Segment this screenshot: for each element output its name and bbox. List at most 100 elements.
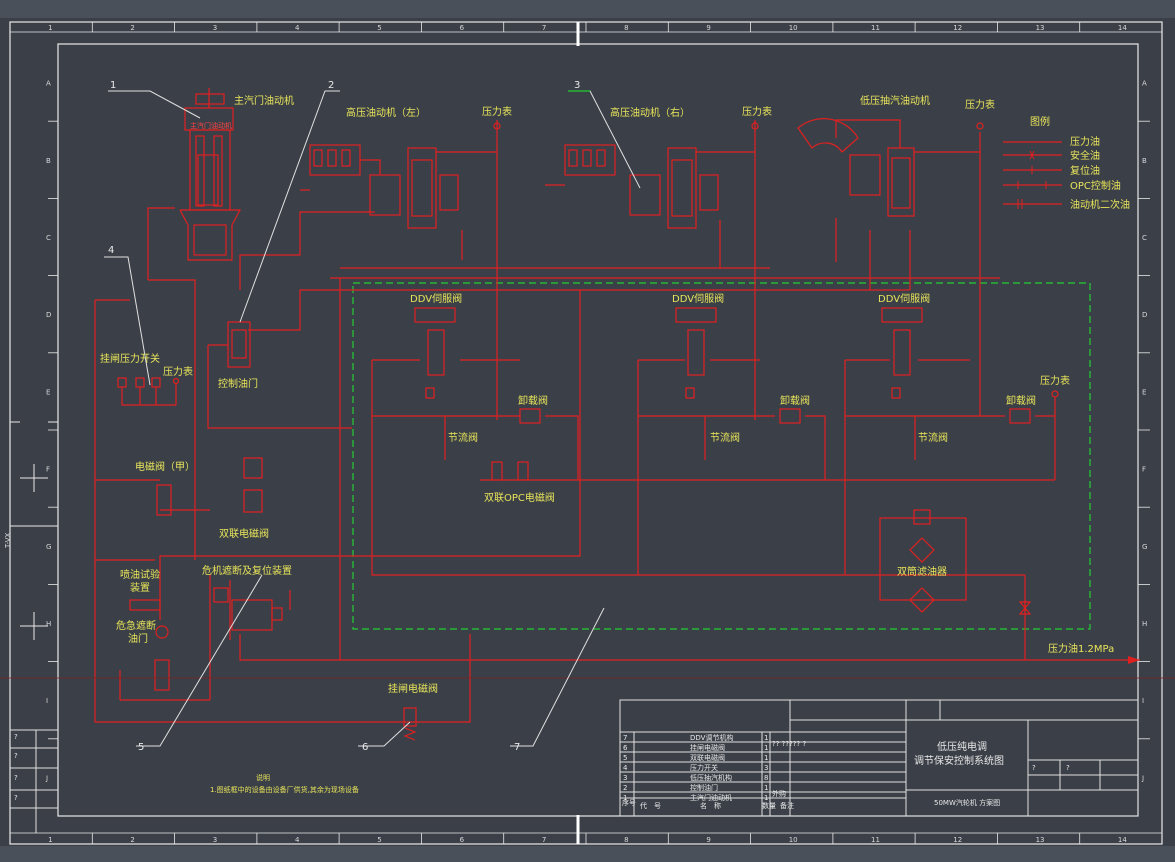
- grid-row-G: G: [1142, 543, 1147, 551]
- legend-title: 图例: [1030, 115, 1050, 128]
- callout-6: 6: [362, 742, 368, 753]
- grid-row-B: B: [46, 157, 51, 165]
- callouts: 1 2 3 4 5 6 7: [108, 80, 580, 753]
- label-unload-1: 卸载阀: [518, 394, 548, 407]
- tb-row-name: 主汽门油动机: [690, 793, 732, 802]
- top-strip: [0, 0, 1175, 18]
- tb-row-qty: 1: [764, 784, 768, 792]
- grid-col-6: 6: [460, 836, 465, 844]
- grid-col-11: 11: [871, 836, 880, 844]
- grid-row-I: I: [1142, 697, 1144, 705]
- oil-piping: [94, 120, 1140, 723]
- supplier-boundary-box: [352, 282, 1091, 630]
- label-dual-solenoid: 双联电磁阀: [219, 527, 269, 540]
- label-duplex-filter: 双筒滤油器: [897, 565, 947, 578]
- tb-row-qty: 1: [764, 734, 768, 742]
- grid-col-8: 8: [624, 24, 628, 32]
- label-ddv-1: DDV伺服阀: [410, 292, 462, 305]
- notes-title: 说明: [256, 773, 270, 782]
- grid-row-D: D: [46, 311, 51, 319]
- grid-col-9: 9: [706, 24, 710, 32]
- label-unload-3: 卸载阀: [1006, 394, 1036, 407]
- label-hp-actuator-right: 高压油动机（右）: [610, 106, 690, 119]
- tb-row-no: 3: [623, 774, 627, 782]
- tb-header-name: 名 称: [700, 801, 721, 810]
- label-throttle-2: 节流阀: [710, 431, 740, 444]
- tb-subtitle: 50MW汽轮机 方案图: [934, 798, 1000, 807]
- label-trip-pressure-switch: 挂闸压力开关: [100, 352, 160, 365]
- label-ddv-2: DDV伺服阀: [672, 292, 724, 305]
- callout-2: 2: [328, 80, 334, 91]
- grid-col-7: 7: [542, 24, 546, 32]
- tb-title-line-1: 低压纯电调: [937, 740, 987, 753]
- callout-3: 3: [574, 80, 580, 91]
- tb-row-no: 5: [623, 754, 627, 762]
- grid-row-H: H: [1142, 620, 1147, 628]
- grid-row-C: C: [1142, 234, 1147, 242]
- grid-row-B: B: [1142, 157, 1147, 165]
- grid-col-3: 3: [213, 836, 217, 844]
- grid-col-1: 1: [48, 24, 52, 32]
- grid-row-C: C: [46, 234, 51, 242]
- legend-item-secondary-oil: 油动机二次油: [1070, 198, 1130, 211]
- tb-header-note: 备注: [780, 801, 794, 810]
- tb-title-line-2: 调节保安控制系统图: [914, 754, 1004, 767]
- grid-col-12: 12: [953, 24, 962, 32]
- grid-row-J: J: [45, 774, 48, 782]
- tb-row-no: 7: [623, 734, 627, 742]
- label-gauge-5: 压力表: [1040, 374, 1070, 387]
- callout-leaders: [104, 90, 641, 747]
- callout-1: 1: [110, 80, 116, 91]
- tb-header-qty: 数量: [762, 801, 776, 810]
- label-gauge-1: 压力表: [482, 105, 512, 118]
- label-main-valve-actuator: 主汽门油动机: [234, 94, 294, 107]
- bottom-strip: [0, 846, 1175, 862]
- label-pressure-oil-supply: 压力油1.2MPa: [1048, 642, 1114, 655]
- legend-item-opc-oil: OPC控制油: [1070, 179, 1121, 192]
- grid-col-12: 12: [953, 836, 962, 844]
- tb-left-q-1: ?: [14, 733, 18, 741]
- svg-text:主汽门油动机: 主汽门油动机: [190, 121, 232, 130]
- registration-marks: [10, 421, 58, 640]
- label-oil-spray-test: 喷油试验: [120, 568, 160, 581]
- tb-row-name: 控制油门: [690, 783, 718, 792]
- tb-row-qty: 8: [764, 774, 768, 782]
- side-label: T-VX: [4, 532, 12, 549]
- tb-left-q-3: ?: [14, 774, 18, 782]
- label-lp-extraction-actuator: 低压抽汽油动机: [860, 94, 930, 107]
- notes-line-1: 1.图纸框中的设备由设备厂供货,其余为现场设备: [210, 785, 359, 794]
- grid-col-4: 4: [295, 24, 300, 32]
- tb-row-no: 6: [623, 744, 628, 752]
- grid-col-5: 5: [377, 836, 381, 844]
- grid-col-9: 9: [706, 836, 710, 844]
- grid-col-3: 3: [213, 24, 217, 32]
- title-block-lines: [10, 699, 1139, 833]
- grid-col-10: 10: [789, 24, 798, 32]
- tb-left-q-2: ?: [14, 752, 18, 760]
- label-gauge-4: 压力表: [163, 365, 193, 378]
- callout-4: 4: [108, 245, 114, 256]
- tb-row-name: 低压抽汽机构: [690, 773, 732, 782]
- grid-row-A: A: [1142, 80, 1147, 88]
- label-dual-opc: 双联OPC电磁阀: [484, 491, 555, 504]
- legend-item-reset-oil: 复位油: [1070, 164, 1100, 177]
- legend-item-safety-oil: 安全油: [1070, 149, 1100, 162]
- grid-row-E: E: [46, 388, 50, 396]
- legend-item-pressure-oil: 压力油: [1070, 135, 1100, 148]
- tb-row-name: DDV调节机构: [690, 733, 733, 742]
- tb-row-qty: 1: [764, 744, 768, 752]
- grid-row-F: F: [1142, 466, 1146, 474]
- tb-misc-mark: 外购: [772, 789, 786, 798]
- grid-row-F: F: [46, 466, 50, 474]
- tb-row-name: 双联电磁阀: [690, 753, 725, 762]
- callout-7: 7: [514, 742, 520, 753]
- grid-col-1: 1: [48, 836, 52, 844]
- grid-col-14: 14: [1118, 24, 1127, 32]
- grid-row-I: I: [46, 697, 48, 705]
- grid-col-4: 4: [295, 836, 300, 844]
- label-emergency-trip-valve-2: 油门: [128, 632, 148, 645]
